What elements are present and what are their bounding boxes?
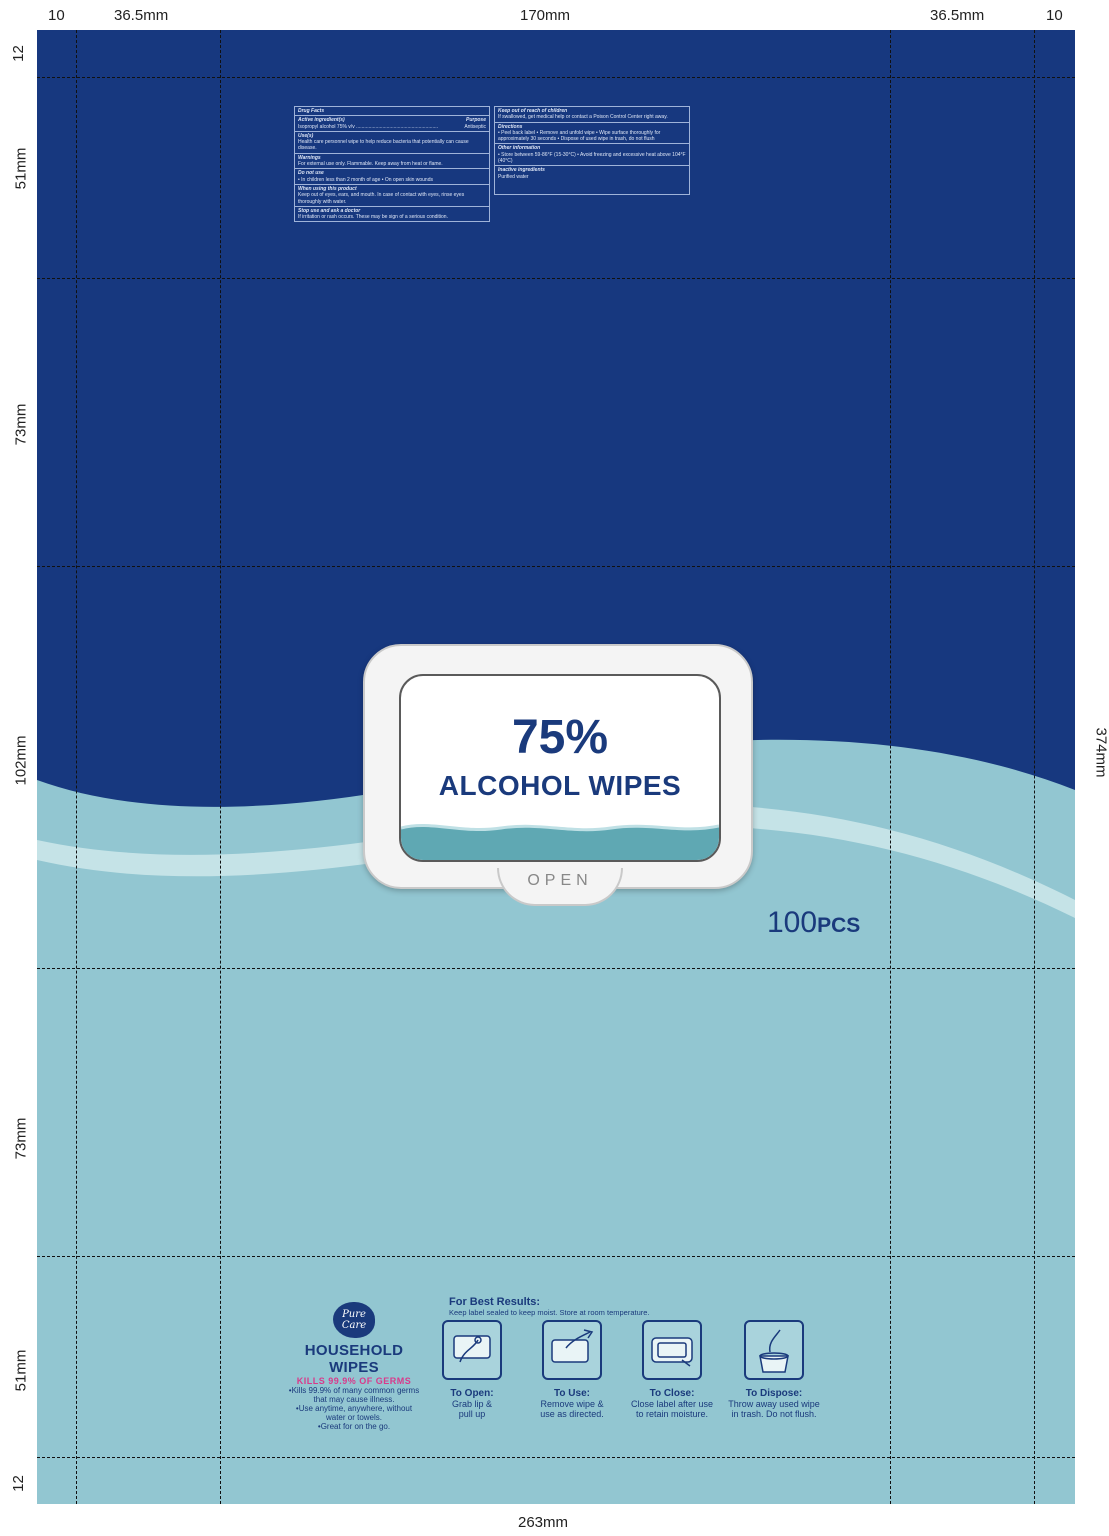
- open-tab[interactable]: OPEN: [497, 868, 623, 906]
- dim-right: 374mm: [1092, 727, 1109, 778]
- step-use-text: Remove wipe &use as directed.: [540, 1399, 604, 1419]
- facts-active: Active ingredient(s)Purpose Isopropyl al…: [295, 116, 489, 132]
- dim-left-5: 73mm: [12, 1117, 30, 1160]
- packaging-artwork: Drug Facts Active ingredient(s)Purpose I…: [37, 30, 1075, 1504]
- kills-claim: KILLS 99.9% OF GERMS: [296, 1376, 412, 1386]
- drug-facts-left: Drug Facts Active ingredient(s)Purpose I…: [294, 106, 490, 223]
- dim-top-1: 10: [48, 7, 65, 24]
- facts-title: Drug Facts: [295, 107, 489, 117]
- facts-other-info: Other information• Store between 59-86°F…: [495, 144, 689, 167]
- dim-top-5: 10: [1046, 7, 1063, 24]
- guide-h4: [37, 968, 1075, 969]
- dim-left-6: 51mm: [12, 1349, 30, 1392]
- hand-pull-wipe-icon: [542, 1320, 602, 1380]
- navy-top-panel: [37, 30, 1075, 807]
- step-use-title: To Use:: [554, 1388, 590, 1399]
- close-package-icon: [642, 1320, 702, 1380]
- facts-directions: Directions• Peel back label • Remove and…: [495, 123, 689, 145]
- dim-top-4: 36.5mm: [930, 7, 985, 24]
- guide-h3: [37, 566, 1075, 567]
- label-water-wave: [401, 824, 719, 860]
- dim-left-2: 51mm: [12, 147, 30, 190]
- lid-label: 75% ALCOHOL WIPES: [399, 674, 721, 862]
- guide-v1: [76, 30, 77, 1504]
- dim-bottom: 263mm: [518, 1514, 569, 1531]
- dim-left-4: 102mm: [12, 735, 30, 786]
- step-open-text: Grab lip &pull up: [451, 1399, 493, 1419]
- guide-h5: [37, 1256, 1075, 1257]
- step-close-title: To Close:: [649, 1388, 695, 1399]
- guide-h6: [37, 1457, 1075, 1458]
- household-wipes-title: HOUSEHOLD WIPES: [304, 1342, 404, 1376]
- dim-left-7: 12: [9, 1475, 27, 1492]
- facts-uses: Use(s)Health care personnel wipe to help…: [295, 132, 489, 154]
- guide-v2: [220, 30, 221, 1504]
- dim-left-1: 12: [9, 45, 27, 62]
- piece-count: 100PCS: [767, 906, 861, 939]
- guide-h1: [37, 77, 1075, 78]
- product-title: ALCOHOL WIPES: [438, 770, 682, 801]
- best-results-subtitle: Keep label sealed to keep moist. Store a…: [449, 1308, 650, 1317]
- brand-bullets: •Kills 99.9% of many common germs that m…: [288, 1386, 420, 1431]
- trash-bin-icon: [744, 1320, 804, 1380]
- guide-v3: [890, 30, 891, 1504]
- step-open-title: To Open:: [450, 1388, 494, 1399]
- dim-top-3: 170mm: [520, 7, 571, 24]
- step-dispose-title: To Dispose:: [745, 1388, 803, 1399]
- hand-peel-icon: [442, 1320, 502, 1380]
- guide-h2: [37, 278, 1075, 279]
- brand-block: Pure Care HOUSEHOLD WIPES KILLS 99.9% OF…: [283, 1302, 425, 1431]
- open-label: OPEN: [527, 872, 593, 889]
- step-open: To Open: Grab lip &pull up: [417, 1320, 527, 1419]
- best-results-title: For Best Results:: [449, 1296, 541, 1308]
- dim-left-3: 73mm: [12, 403, 30, 446]
- step-use: To Use: Remove wipe &use as directed.: [517, 1320, 627, 1419]
- dim-top-2: 36.5mm: [114, 7, 169, 24]
- light-wave-band: [37, 804, 1075, 918]
- facts-do-not-use: Do not use• In children less than 2 mont…: [295, 169, 489, 185]
- best-results: For Best Results: Keep label sealed to k…: [449, 1296, 650, 1317]
- package-lid[interactable]: 75% ALCOHOL WIPES OPEN: [363, 644, 753, 906]
- guide-v4: [1034, 30, 1035, 1504]
- pure-care-logo: Pure Care: [333, 1302, 375, 1338]
- background-waves: [37, 30, 1075, 1504]
- alcohol-percent: 75%: [511, 711, 609, 764]
